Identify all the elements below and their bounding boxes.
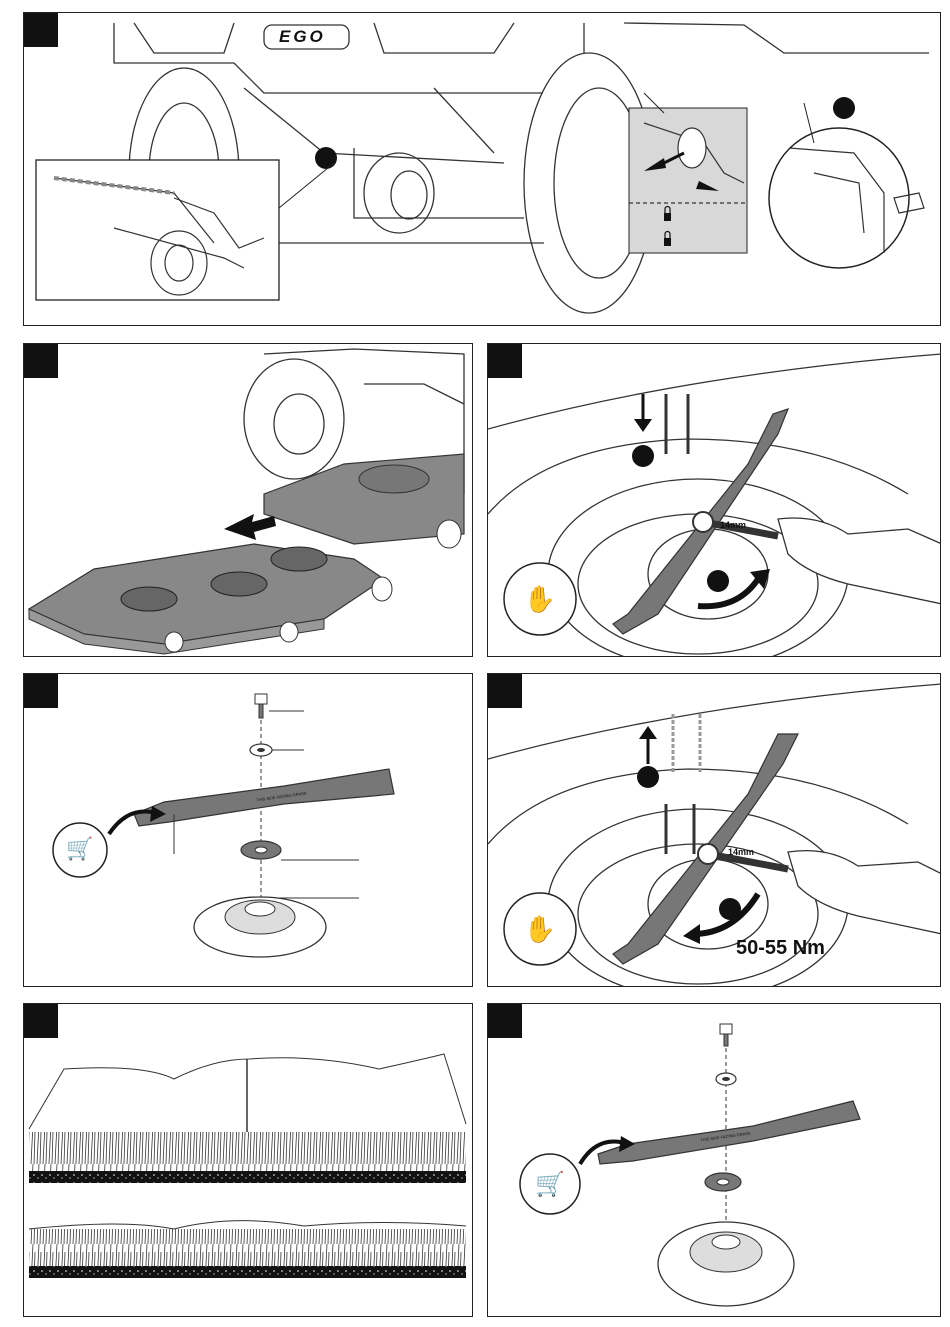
panel-deck-removal — [23, 343, 473, 657]
deck-disconnect-illustration — [24, 13, 941, 326]
blade-parts-illustration — [24, 674, 473, 987]
gloves-icon: ✋ — [518, 577, 562, 621]
arrow-icon — [683, 924, 700, 944]
gloves-icon: ✋ — [518, 907, 562, 951]
callout-dot — [637, 766, 659, 788]
brand-logo-text: EGO — [279, 27, 326, 47]
callout-dot — [707, 570, 729, 592]
arrow-icon — [224, 514, 276, 540]
panel-blade-removal: ✋ 14mm — [487, 343, 941, 657]
panel-blade-install: ✋ 14mm 50-55 Nm — [487, 673, 941, 987]
panel-blade-parts-replacement: 🛒 THIS SIDE FACING GRASS — [487, 1003, 941, 1317]
shopping-cart-icon: 🛒 — [534, 1168, 566, 1200]
callout-dot — [833, 97, 855, 119]
callout-dot — [719, 898, 741, 920]
arrow-icon — [634, 419, 652, 432]
blade-replacement-illustration — [488, 1004, 941, 1317]
panel-grass-cut — [23, 1003, 473, 1317]
wrench-size-label: 14mm — [728, 847, 754, 857]
arrow-icon — [639, 726, 657, 739]
panel-deck-disconnect: EGO — [23, 12, 941, 326]
callout-dot — [315, 147, 337, 169]
shopping-cart-icon: 🛒 — [64, 833, 96, 865]
torque-value-label: 50-55 Nm — [736, 937, 825, 960]
grass-height-illustration — [24, 1004, 473, 1317]
wrench-size-label: 14mm — [720, 520, 746, 530]
callout-dot — [632, 445, 654, 467]
deck-removal-illustration — [24, 344, 473, 657]
panel-blade-parts: 🛒 THIS SIDE FACING GRASS — [23, 673, 473, 987]
